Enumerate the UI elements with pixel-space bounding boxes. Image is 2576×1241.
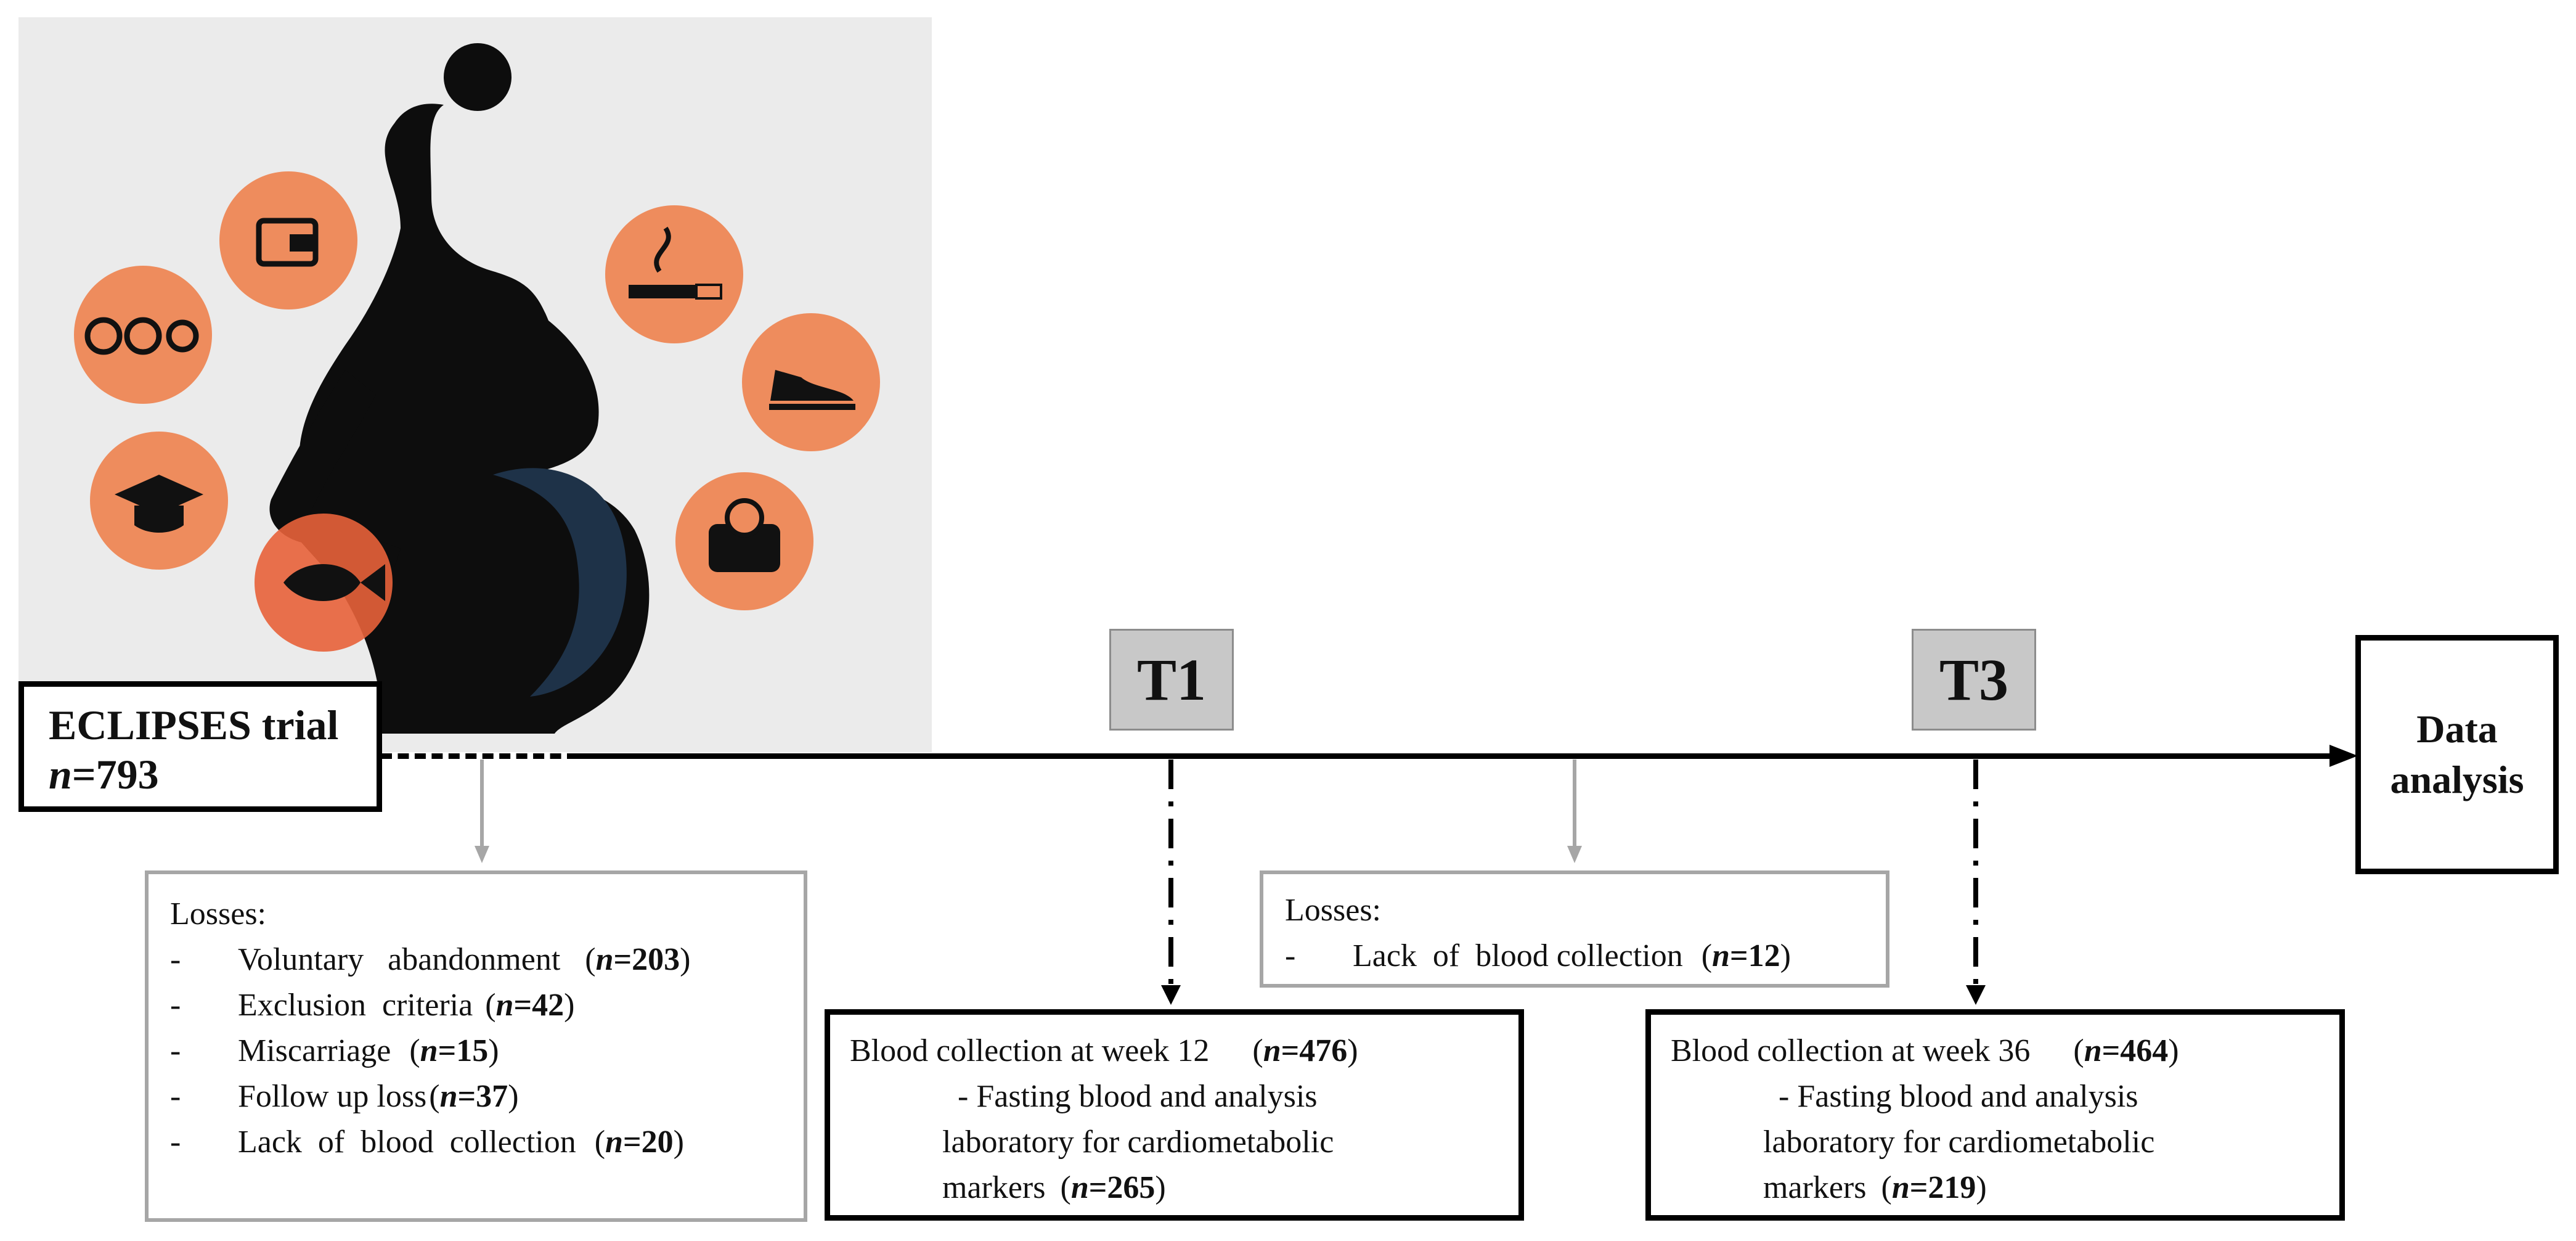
graduation-cap-icon [90,432,228,570]
trial-title: ECLIPSES trial [49,702,339,748]
losses-title: Losses: [170,896,266,932]
trial-n: n=793 [49,751,159,798]
losses1-arrow [475,760,489,863]
timepoint-t3: T3 [1912,629,2036,731]
list-item: -Miscarriage(n=15) [170,1033,499,1068]
list-item: -Lack of blood collection(n=20) [170,1124,684,1160]
list-item: -Lack of blood collection(n=12) [1285,938,1791,973]
losses-box-initial: Losses: -Voluntary abandonment(n=203) -E… [145,870,807,1222]
t3-arrow [1966,760,1986,1005]
week36-heading: Blood collection at week 36(n=464) [1671,1033,2179,1068]
list-item: -Voluntary abandonment(n=203) [170,942,691,977]
losses-title: Losses: [1285,893,1381,928]
list-item: -Exclusion criteria(n=42) [170,988,575,1023]
cigarette-icon [605,205,743,343]
eclipses-trial-box: ECLIPSES trial n=793 [18,681,382,812]
fish-icon [255,514,393,652]
timepoint-t1: T1 [1109,629,1234,731]
losses2-arrow [1567,760,1582,863]
week12-heading: Blood collection at week 12(n=476) [850,1033,1358,1068]
t1-arrow [1161,760,1181,1005]
blood-collection-week36-box: Blood collection at week 36(n=464) - Fas… [1645,1009,2345,1221]
blood-collection-week12-box: Blood collection at week 12(n=476) - Fas… [825,1009,1524,1221]
losses-box-t1: Losses: -Lack of blood collection(n=12) [1260,870,1889,988]
wallet-icon [219,171,357,309]
timeline-dashed-start [381,753,578,759]
timeline-main-line [578,753,2336,759]
list-item: -Follow up loss(n=37) [170,1079,519,1114]
belly-crescent [493,468,627,697]
sneaker-icon [742,313,880,451]
pregnancy-illustration [18,17,932,752]
weight-scale-icon [675,472,813,610]
timeline-arrowhead [2329,745,2358,767]
family-icon [74,266,212,404]
data-analysis-box: Data analysis [2355,635,2559,874]
